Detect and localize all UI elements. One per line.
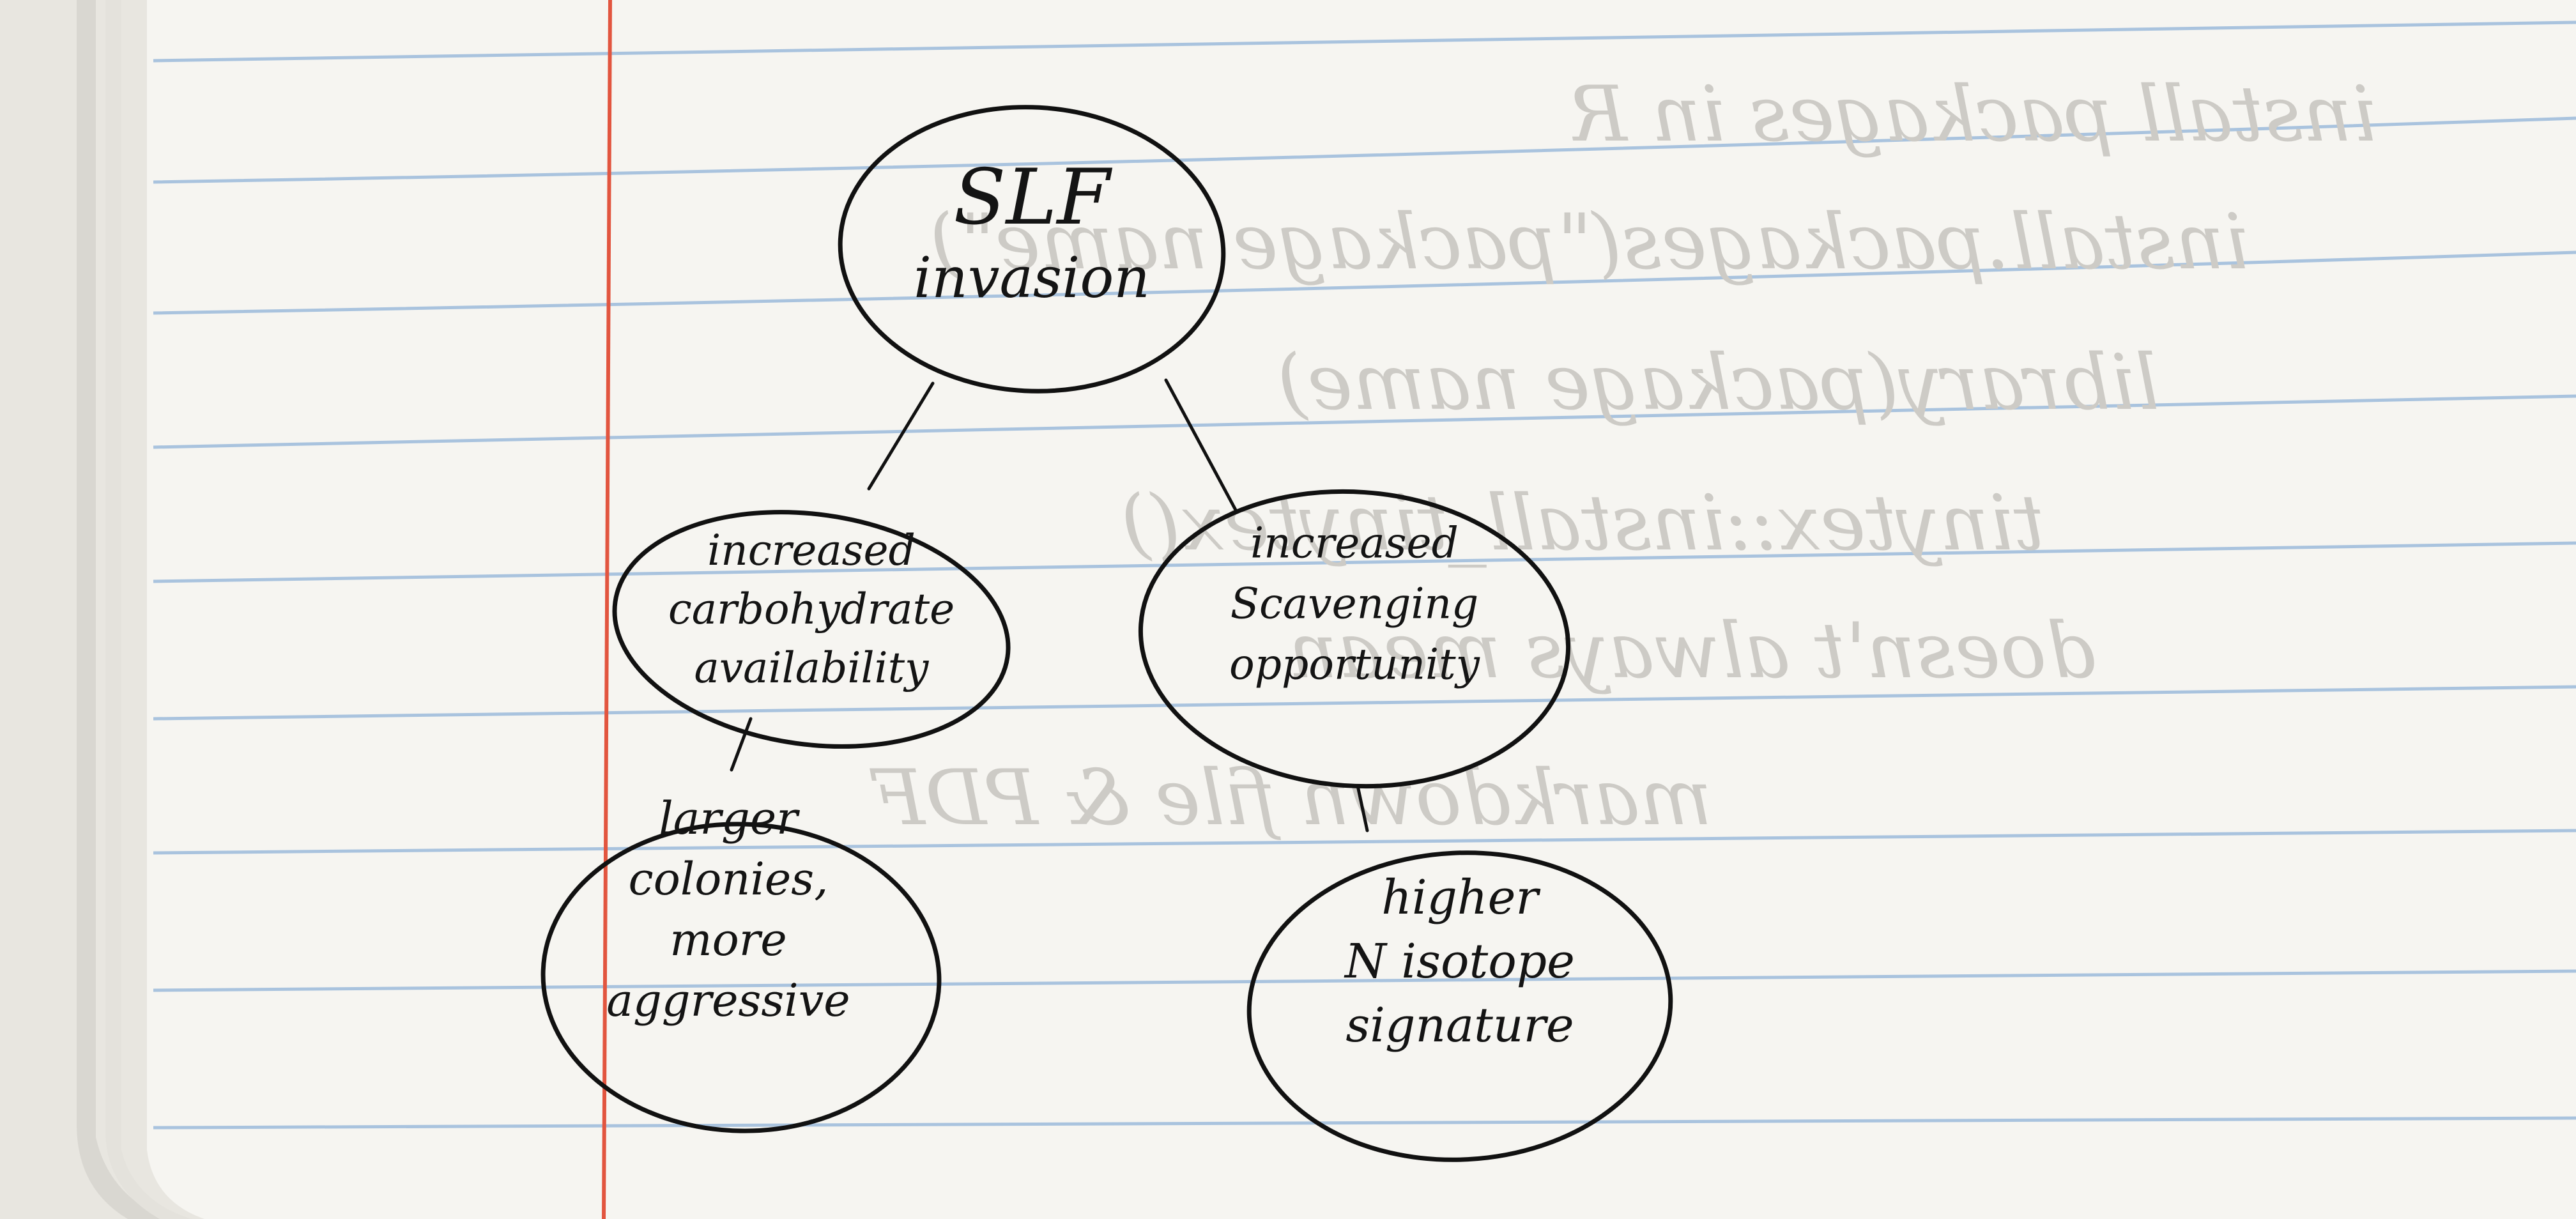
node-colonies-line-2: colonies, [629, 853, 829, 905]
node-slf-line-1: SLF [953, 153, 1112, 242]
node-scav-line-1: increased [1250, 519, 1459, 568]
node-isotope-line-3: signature [1346, 998, 1574, 1053]
bleed-through-line-5: doesn't always mean [1288, 607, 2096, 696]
bleed-through-text: install packages in R install.packages("p… [870, 70, 2377, 843]
node-isotope-ellipse [1246, 850, 1673, 1162]
bleed-through-line-1: install packages in R [1570, 70, 2377, 159]
node-isotope-line-2: N isotope [1344, 934, 1575, 989]
diagram-edges [730, 378, 1369, 832]
bleed-through-line-2: install.packages("package name") [930, 198, 2249, 287]
node-colonies-line-3: more [670, 914, 786, 966]
node-colonies-line-1: larger [659, 792, 800, 845]
bleed-through-line-3: library(package name) [1277, 339, 2159, 427]
page-stack-edge [77, 0, 166, 1219]
node-carb: increased carbohydrate availability [612, 510, 1011, 749]
node-carb-ellipse [612, 510, 1011, 749]
bleed-through-line-6: markdown file & PDF [870, 754, 1712, 843]
node-scav-line-3: opportunity [1229, 640, 1480, 689]
margin-line [602, 0, 612, 1219]
edge-scav-to-isotope [1356, 784, 1369, 832]
node-scav-ellipse [1138, 489, 1571, 789]
node-slf-ellipse [838, 105, 1226, 394]
node-carb-line-2: carbohydrate [668, 585, 954, 634]
page-stack-edge-2 [105, 0, 192, 1219]
node-slf-line-2: invasion [914, 245, 1150, 310]
node-isotope-line-1: higher [1381, 870, 1541, 925]
edge-slf-to-scav [1164, 378, 1238, 513]
bleed-through-line-4: tinytex::install_tinytex() [1121, 479, 2044, 568]
node-scav-line-2: Scavenging [1230, 579, 1479, 629]
node-carb-line-1: increased [707, 526, 916, 575]
edge-slf-to-carb [867, 381, 935, 491]
node-carb-line-3: availability [694, 643, 930, 693]
notebook-page [147, 0, 2576, 1219]
node-isotope: higher N isotope signature [1246, 850, 1673, 1162]
edge-carb-to-colonies [730, 717, 753, 772]
node-colonies: larger colonies, more aggressive [540, 792, 942, 1133]
node-colonies-ellipse [540, 822, 942, 1133]
node-colonies-line-4: aggressive [606, 974, 850, 1027]
